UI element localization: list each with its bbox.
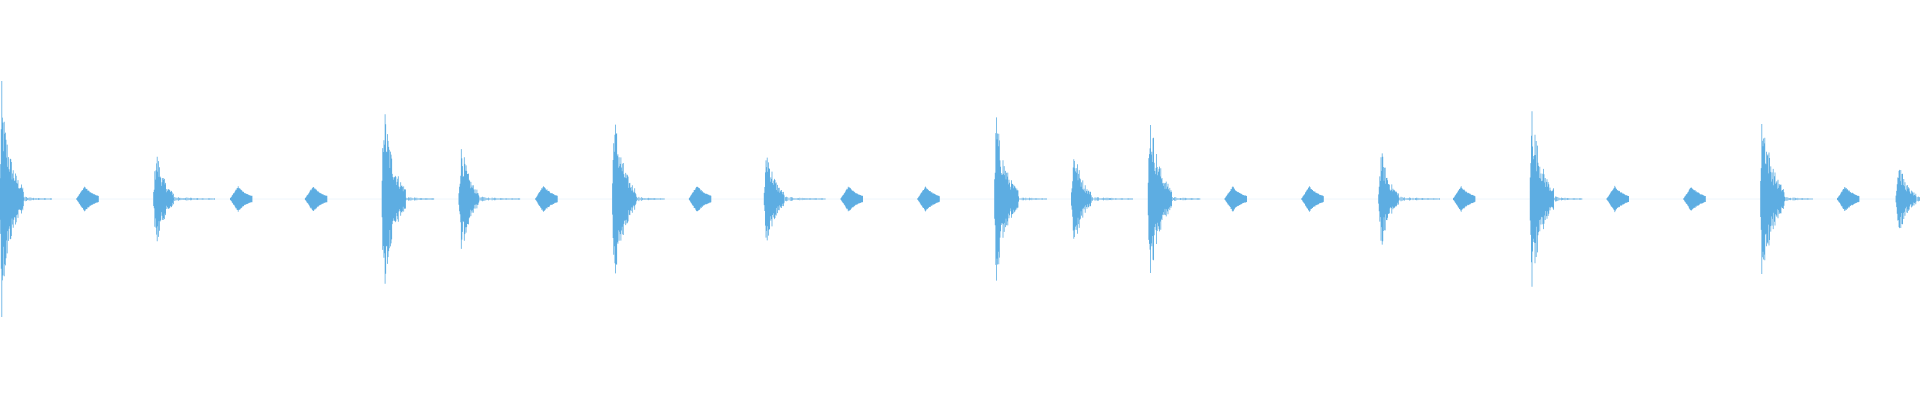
waveform-transient-kick bbox=[1529, 111, 1583, 287]
waveform-transient-hat bbox=[1301, 186, 1324, 212]
waveform-transient-hat bbox=[688, 186, 712, 212]
waveform-transient-kick bbox=[994, 117, 1047, 281]
waveform-transient-kick bbox=[0, 81, 52, 317]
waveform-transient-hat bbox=[917, 186, 940, 212]
waveform-transient-snare bbox=[458, 149, 521, 249]
waveform-transient-snare bbox=[1895, 169, 1920, 229]
waveform-transient-hat bbox=[1683, 187, 1706, 211]
waveform-transient-hat bbox=[1224, 186, 1247, 212]
waveform-transient-hat bbox=[1606, 185, 1629, 213]
waveform-transient-hat bbox=[840, 186, 863, 212]
waveform-transient-snare bbox=[763, 157, 826, 241]
waveform-transient-snare bbox=[153, 156, 215, 242]
waveform-transient-kick bbox=[1760, 124, 1813, 274]
waveform-transient-snare bbox=[1378, 153, 1440, 245]
waveform-transient-kick bbox=[381, 114, 435, 284]
waveform-transient-hat bbox=[230, 186, 253, 212]
waveform-transient-hat bbox=[1453, 186, 1476, 212]
waveform-transient-hat bbox=[304, 187, 328, 211]
waveform-transient-kick bbox=[612, 124, 665, 274]
waveform-transient-hat bbox=[535, 186, 558, 212]
waveform-transient-hat bbox=[1837, 187, 1860, 211]
waveform-transient-snare bbox=[1071, 159, 1133, 239]
waveform-transient-hat bbox=[76, 186, 99, 212]
waveform-transient-kick bbox=[1147, 125, 1201, 273]
